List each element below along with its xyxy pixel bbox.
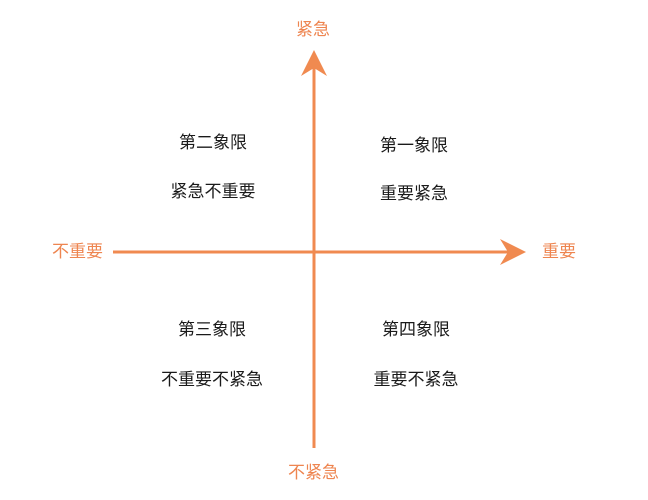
quadrant-3-title: 第三象限	[178, 320, 246, 340]
quadrant-2-desc: 紧急不重要	[170, 182, 256, 202]
quadrant-1-desc: 重要紧急	[380, 184, 448, 204]
quadrant-4-desc: 重要不紧急	[373, 370, 459, 390]
arrow-right-icon	[500, 239, 526, 265]
axis-label-not-important: 不重要	[52, 242, 103, 262]
axis-label-urgent: 紧急	[296, 20, 330, 40]
quadrant-3-desc: 不重要不紧急	[161, 370, 263, 390]
quadrant-2-title: 第二象限	[179, 133, 247, 153]
quadrant-4-title: 第四象限	[382, 320, 450, 340]
quadrant-1-title: 第一象限	[380, 136, 448, 156]
axis-label-important: 重要	[542, 242, 576, 262]
axis-label-not-urgent: 不紧急	[288, 463, 339, 483]
arrow-up-icon	[301, 50, 327, 76]
